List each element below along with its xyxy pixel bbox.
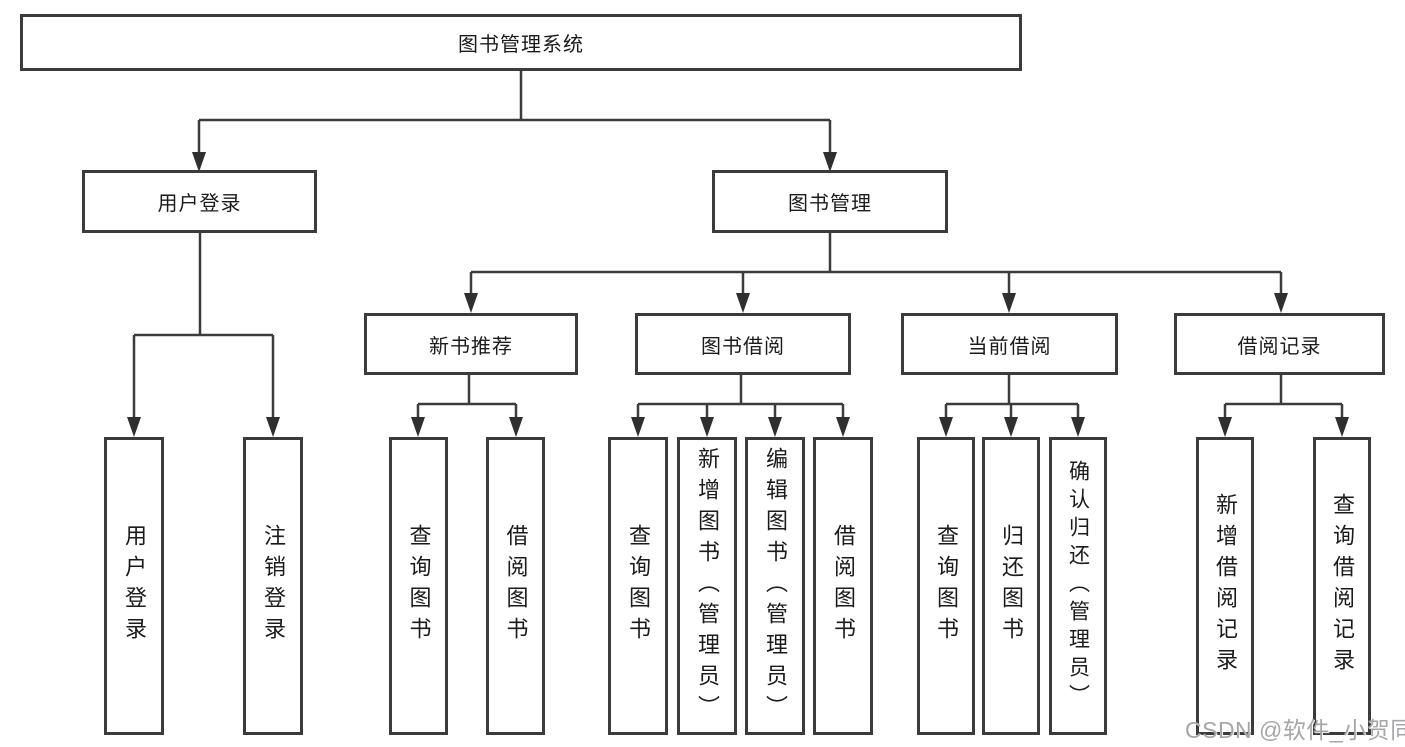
node-label: 图书管理系统 <box>458 34 584 56</box>
leaf-records-add-record: 新增借阅记录 <box>1196 437 1254 735</box>
node-label: 用户登录 <box>157 193 242 215</box>
node-current-borrow: 当前借阅 <box>901 313 1118 375</box>
node-user-login: 用户登录 <box>82 170 317 233</box>
node-book-borrow: 图书借阅 <box>635 313 851 375</box>
leaf-label: 归还图书 <box>999 524 1024 648</box>
leaf-recommend-query-book: 查询图书 <box>389 437 448 735</box>
connector-bookmgmt-to-level3 <box>464 233 1288 313</box>
leaf-label: 编辑图书（管理员） <box>763 446 788 726</box>
node-book-management: 图书管理 <box>712 170 948 233</box>
connector-login-to-leaves <box>127 233 280 437</box>
leaf-current-return-book: 归还图书 <box>982 437 1040 735</box>
leaf-borrow-edit-book-admin: 编辑图书（管理员） <box>745 437 805 735</box>
leaf-label: 借阅图书 <box>503 524 529 648</box>
node-label: 图书管理 <box>788 193 872 215</box>
node-label: 当前借阅 <box>967 335 1052 358</box>
node-label: 借阅记录 <box>1237 335 1322 358</box>
leaf-label: 新增图书（管理员） <box>695 446 720 726</box>
leaf-label: 注销登录 <box>261 524 286 648</box>
leaf-records-query-record: 查询借阅记录 <box>1313 437 1371 735</box>
leaf-login-user-login: 用户登录 <box>104 437 164 735</box>
node-library-management-system: 图书管理系统 <box>20 14 1022 71</box>
connector-records-to-leaves <box>1218 375 1349 437</box>
leaf-label: 新增借阅记录 <box>1213 493 1238 679</box>
connector-root-to-level2 <box>192 70 837 172</box>
connector-borrow-to-leaves <box>631 375 850 437</box>
leaf-label: 查询图书 <box>934 524 959 648</box>
leaf-borrow-borrow-book: 借阅图书 <box>813 437 873 735</box>
leaf-label: 用户登录 <box>122 524 147 648</box>
leaf-label: 借阅图书 <box>831 524 856 648</box>
leaf-borrow-add-book-admin: 新增图书（管理员） <box>677 437 737 735</box>
leaf-label: 查询图书 <box>406 524 432 648</box>
connector-recommend-to-leaves <box>411 375 523 437</box>
node-label: 新书推荐 <box>429 335 513 358</box>
leaf-label: 查询图书 <box>626 524 651 648</box>
leaf-label: 查询借阅记录 <box>1330 493 1355 679</box>
leaf-login-logout: 注销登录 <box>243 437 303 735</box>
node-borrow-records: 借阅记录 <box>1174 313 1385 375</box>
node-new-book-recommend: 新书推荐 <box>364 313 578 375</box>
leaf-label: 确认归还（管理员） <box>1066 460 1090 712</box>
connector-current-to-leaves <box>939 375 1085 437</box>
csdn-watermark: CSDN @软件_小贺同学 <box>1185 717 1405 743</box>
node-label: 图书借阅 <box>701 335 785 358</box>
leaf-recommend-borrow-book: 借阅图书 <box>486 437 545 735</box>
leaf-current-confirm-return-admin: 确认归还（管理员） <box>1049 437 1107 735</box>
leaf-current-query-book: 查询图书 <box>917 437 975 735</box>
leaf-borrow-query-book: 查询图书 <box>608 437 668 735</box>
